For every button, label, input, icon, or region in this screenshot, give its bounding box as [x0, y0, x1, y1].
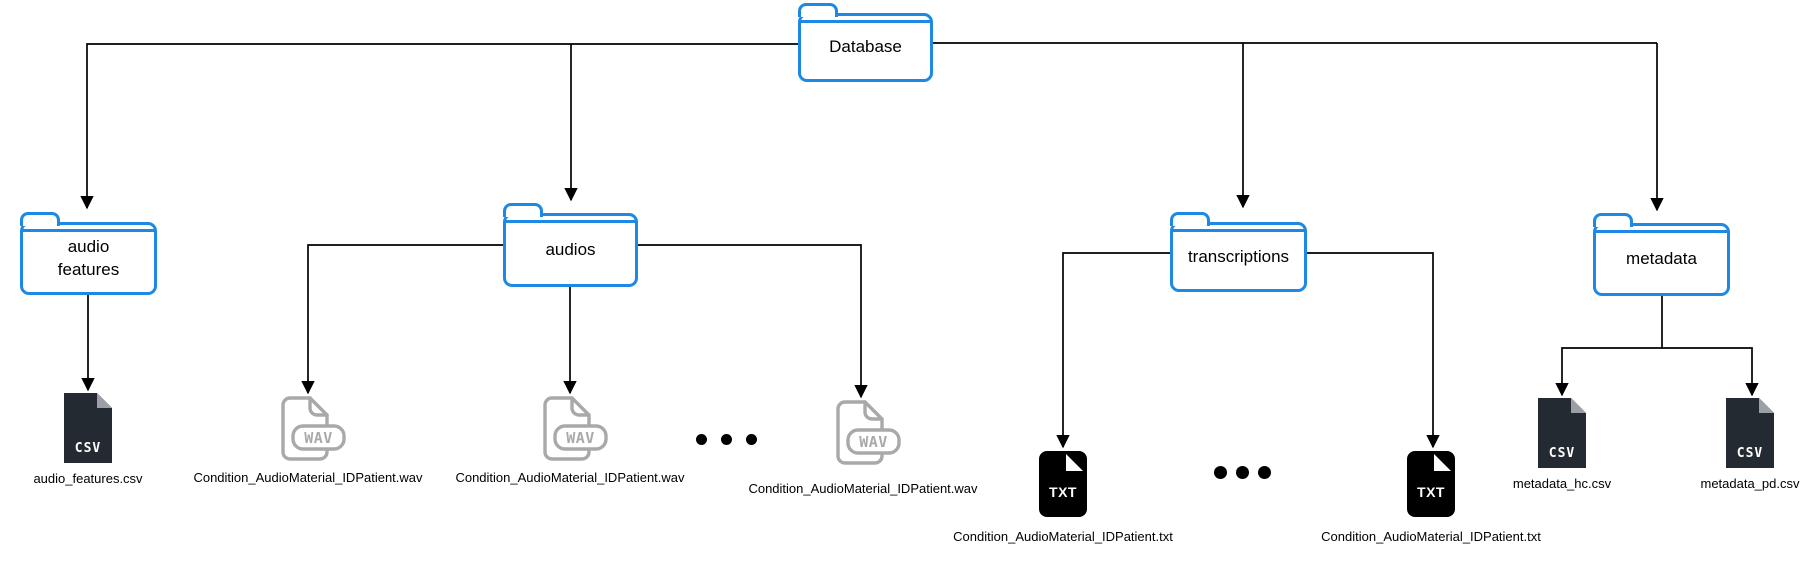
txt-badge-label: TXT — [1049, 484, 1077, 500]
file-label: Condition_AudioMaterial_IDPatient.wav — [748, 481, 978, 496]
wav-file-icon: WAV — [543, 396, 608, 461]
file-label: Condition_AudioMaterial_IDPatient.txt — [1321, 529, 1541, 544]
dot — [696, 434, 707, 445]
folder-audios-label: audios — [545, 239, 596, 259]
edge-audios-wav1 — [301, 244, 503, 395]
folder-audios: audios — [503, 203, 638, 287]
dot — [721, 434, 732, 445]
txt-file-icon: TXT — [1407, 451, 1455, 517]
edge-transcriptions-txt2 — [1307, 252, 1440, 449]
folder-transcriptions: transcriptions — [1170, 212, 1307, 292]
file-label: audio_features.csv — [33, 471, 143, 486]
dot — [1214, 466, 1227, 479]
ellipsis-icon — [696, 434, 757, 445]
file-txt-1: TXT Condition_AudioMaterial_IDPatient.tx… — [933, 450, 1193, 544]
edge-transcriptions-txt1 — [1056, 252, 1170, 449]
edge-metadata-pd — [1662, 347, 1759, 397]
file-label: Condition_AudioMaterial_IDPatient.txt — [953, 529, 1173, 544]
wav-file-icon: WAV — [836, 400, 901, 465]
file-wav-2: WAV Condition_AudioMaterial_IDPatient.wa… — [440, 396, 700, 485]
dot — [1236, 466, 1249, 479]
file-label: metadata_pd.csv — [1700, 476, 1800, 491]
file-wav-3: WAV Condition_AudioMaterial_IDPatient.wa… — [733, 400, 993, 496]
folder-audio-features: audio features — [20, 212, 157, 295]
file-txt-2: TXT Condition_AudioMaterial_IDPatient.tx… — [1301, 450, 1561, 544]
file-label: metadata_hc.csv — [1512, 476, 1612, 491]
edge-database-audio-features — [80, 43, 798, 210]
folder-database-label: Database — [829, 37, 902, 57]
csv-badge-label: CSV — [1549, 446, 1575, 461]
ellipsis-icon — [1214, 466, 1271, 479]
wav-file-icon: WAV — [281, 396, 346, 461]
csv-badge-label: CSV — [75, 441, 101, 456]
csv-file-icon: CSV — [1726, 398, 1774, 468]
edge-metadata-hc — [1555, 347, 1662, 397]
file-label: Condition_AudioMaterial_IDPatient.wav — [193, 470, 423, 485]
wav-badge-label: WAV — [304, 429, 333, 447]
dot — [746, 434, 757, 445]
file-label: Condition_AudioMaterial_IDPatient.wav — [455, 470, 685, 485]
file-metadata-pd-csv: CSV metadata_pd.csv — [1670, 398, 1812, 491]
dot — [1258, 466, 1271, 479]
wav-badge-label: WAV — [566, 429, 595, 447]
csv-file-icon: CSV — [1538, 398, 1586, 468]
file-audio-features-csv: CSV audio_features.csv — [8, 393, 168, 486]
txt-file-icon: TXT — [1039, 451, 1087, 517]
folder-metadata: metadata — [1593, 213, 1730, 296]
edge-audios-wav3 — [638, 244, 868, 399]
file-wav-1: WAV Condition_AudioMaterial_IDPatient.wa… — [178, 396, 438, 485]
wav-badge-label: WAV — [859, 433, 888, 451]
csv-file-icon: CSV — [64, 393, 112, 463]
folder-database: Database — [798, 3, 933, 82]
txt-badge-label: TXT — [1417, 484, 1445, 500]
csv-badge-label: CSV — [1737, 446, 1763, 461]
folder-audio-features-label: audio features — [57, 236, 120, 279]
folder-metadata-label: metadata — [1626, 249, 1697, 269]
folder-transcriptions-label: transcriptions — [1187, 246, 1290, 266]
file-metadata-hc-csv: CSV metadata_hc.csv — [1482, 398, 1642, 491]
